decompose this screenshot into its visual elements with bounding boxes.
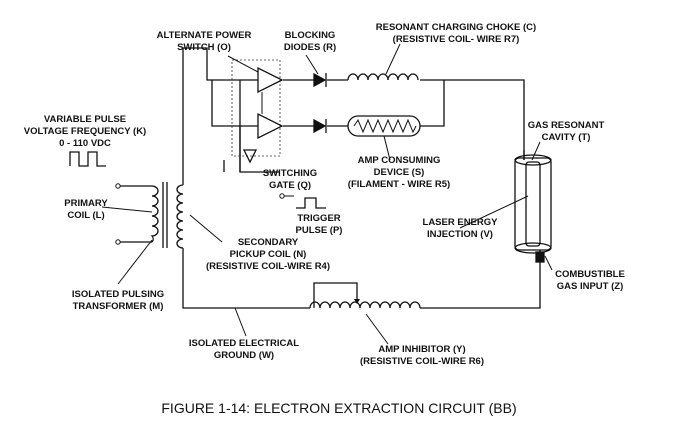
figure-caption: FIGURE 1-14: ELECTRON EXTRACTION CIRCUIT… xyxy=(161,400,516,416)
label-gas-input-1: COMBUSTIBLE xyxy=(555,269,625,280)
component-labels: ALTERNATE POWER SWITCH (O) BLOCKING DIOD… xyxy=(24,22,625,367)
switching-gate xyxy=(279,193,326,209)
gate-terminal-icon xyxy=(279,193,285,199)
amp-inhibitor xyxy=(309,299,421,309)
label-laser-2: INJECTION (V) xyxy=(427,229,493,240)
label-trigger-pulse-1: TRIGGER xyxy=(297,213,340,224)
gas-resonant-cavity xyxy=(514,150,552,263)
label-switching-gate-1: SWITCHING xyxy=(263,168,317,179)
choke-coil-icon xyxy=(347,73,419,81)
primary-terminal-bottom xyxy=(115,239,121,245)
label-blocking-diodes-1: BLOCKING xyxy=(285,30,336,41)
label-blocking-diodes-2: DIODES (R) xyxy=(284,42,336,53)
label-ground-1: ISOLATED ELECTRICAL xyxy=(189,338,299,349)
cavity-outer xyxy=(514,157,552,251)
label-transformer-1: ISOLATED PULSING xyxy=(72,289,164,300)
primary-coil-icon xyxy=(150,185,159,243)
label-trigger-pulse-2: PULSE (P) xyxy=(296,225,343,236)
label-secondary-coil-1: SECONDARY xyxy=(238,237,299,248)
variable-pulse-source xyxy=(69,151,121,245)
label-switching-gate-2: GATE (Q) xyxy=(269,180,311,191)
switch-gate-inverter-icon xyxy=(242,149,258,164)
isolated-pulsing-transformer xyxy=(150,182,184,249)
label-variable-pulse-1: VARIABLE PULSE xyxy=(44,114,126,125)
alternate-power-switch xyxy=(231,59,284,164)
inhibitor-coil-icon xyxy=(309,301,421,309)
resonant-charging-choke xyxy=(347,73,419,81)
label-alternate-power-switch-2: SWITCH (O) xyxy=(177,42,231,53)
label-amp-device-3: (FILAMENT - WIRE R5) xyxy=(348,179,450,190)
label-gas-input-2: GAS INPUT (Z) xyxy=(557,281,624,292)
label-amp-device-2: DEVICE (S) xyxy=(374,167,425,178)
filament-housing xyxy=(347,115,421,137)
label-primary-coil-2: COIL (L) xyxy=(67,210,104,221)
label-choke-1: RESONANT CHARGING CHOKE (C) xyxy=(376,22,536,33)
primary-terminal-top xyxy=(115,183,121,189)
square-wave-icon xyxy=(69,151,106,167)
cavity-inner-tube xyxy=(525,161,541,247)
label-ground-2: GROUND (W) xyxy=(214,350,274,361)
filament-icon xyxy=(353,118,417,134)
diode-lower-icon xyxy=(313,118,327,134)
label-gas-cavity-1: GAS RESONANT xyxy=(528,120,605,131)
inhibitor-tap-arrow xyxy=(354,299,360,304)
label-transformer-2: TRANSFORMER (M) xyxy=(73,301,164,312)
label-amp-inhibitor-2: (RESISTIVE COIL-WIRE R6) xyxy=(360,356,484,367)
leader-lines xyxy=(101,43,553,345)
label-secondary-coil-3: (RESISTIVE COIL-WIRE R4) xyxy=(206,261,330,272)
label-amp-device-1: AMP CONSUMING xyxy=(358,155,441,166)
switch-enclosure xyxy=(231,59,281,157)
label-secondary-coil-2: PICKUP COIL (N) xyxy=(230,249,307,260)
blocking-diodes xyxy=(313,72,327,134)
amp-consuming-device xyxy=(347,115,421,137)
label-primary-coil-1: PRIMARY xyxy=(64,198,108,209)
label-gas-cavity-2: CAVITY (T) xyxy=(542,132,591,143)
label-alternate-power-switch-1: ALTERNATE POWER xyxy=(157,30,252,41)
secondary-coil-icon xyxy=(176,184,184,249)
label-laser-1: LASER ENERGY xyxy=(423,217,499,228)
label-variable-pulse-2: VOLTAGE FREQUENCY (K) xyxy=(24,126,146,137)
switch-gate-upper-icon xyxy=(257,66,284,94)
circuit-wiring xyxy=(118,47,541,309)
switch-gate-lower-icon xyxy=(257,112,284,140)
label-choke-2: (RESISTIVE COIL- WIRE R7) xyxy=(393,34,520,45)
label-variable-pulse-3: 0 - 110 VDC xyxy=(59,138,111,149)
label-amp-inhibitor-1: AMP INHIBITOR (Y) xyxy=(378,344,465,355)
diode-upper-icon xyxy=(313,72,327,88)
trigger-pulse-icon xyxy=(296,197,326,209)
